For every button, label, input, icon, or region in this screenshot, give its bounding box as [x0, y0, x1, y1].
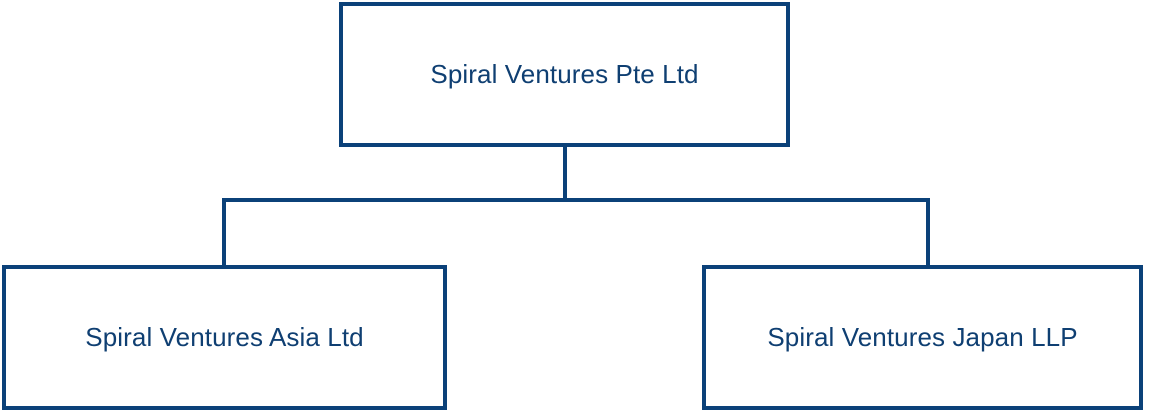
connector-root-stem — [563, 145, 567, 202]
org-node-root-label: Spiral Ventures Pte Ltd — [430, 59, 699, 90]
org-node-child-asia: Spiral Ventures Asia Ltd — [2, 265, 447, 410]
connector-drop-child-1 — [926, 198, 930, 267]
org-node-root: Spiral Ventures Pte Ltd — [339, 2, 790, 147]
org-node-child-japan: Spiral Ventures Japan LLP — [702, 265, 1143, 410]
connector-drop-child-0 — [222, 198, 226, 267]
org-node-child-japan-label: Spiral Ventures Japan LLP — [767, 322, 1078, 353]
connector-horizontal-bus — [222, 198, 930, 202]
org-node-child-asia-label: Spiral Ventures Asia Ltd — [85, 322, 364, 353]
